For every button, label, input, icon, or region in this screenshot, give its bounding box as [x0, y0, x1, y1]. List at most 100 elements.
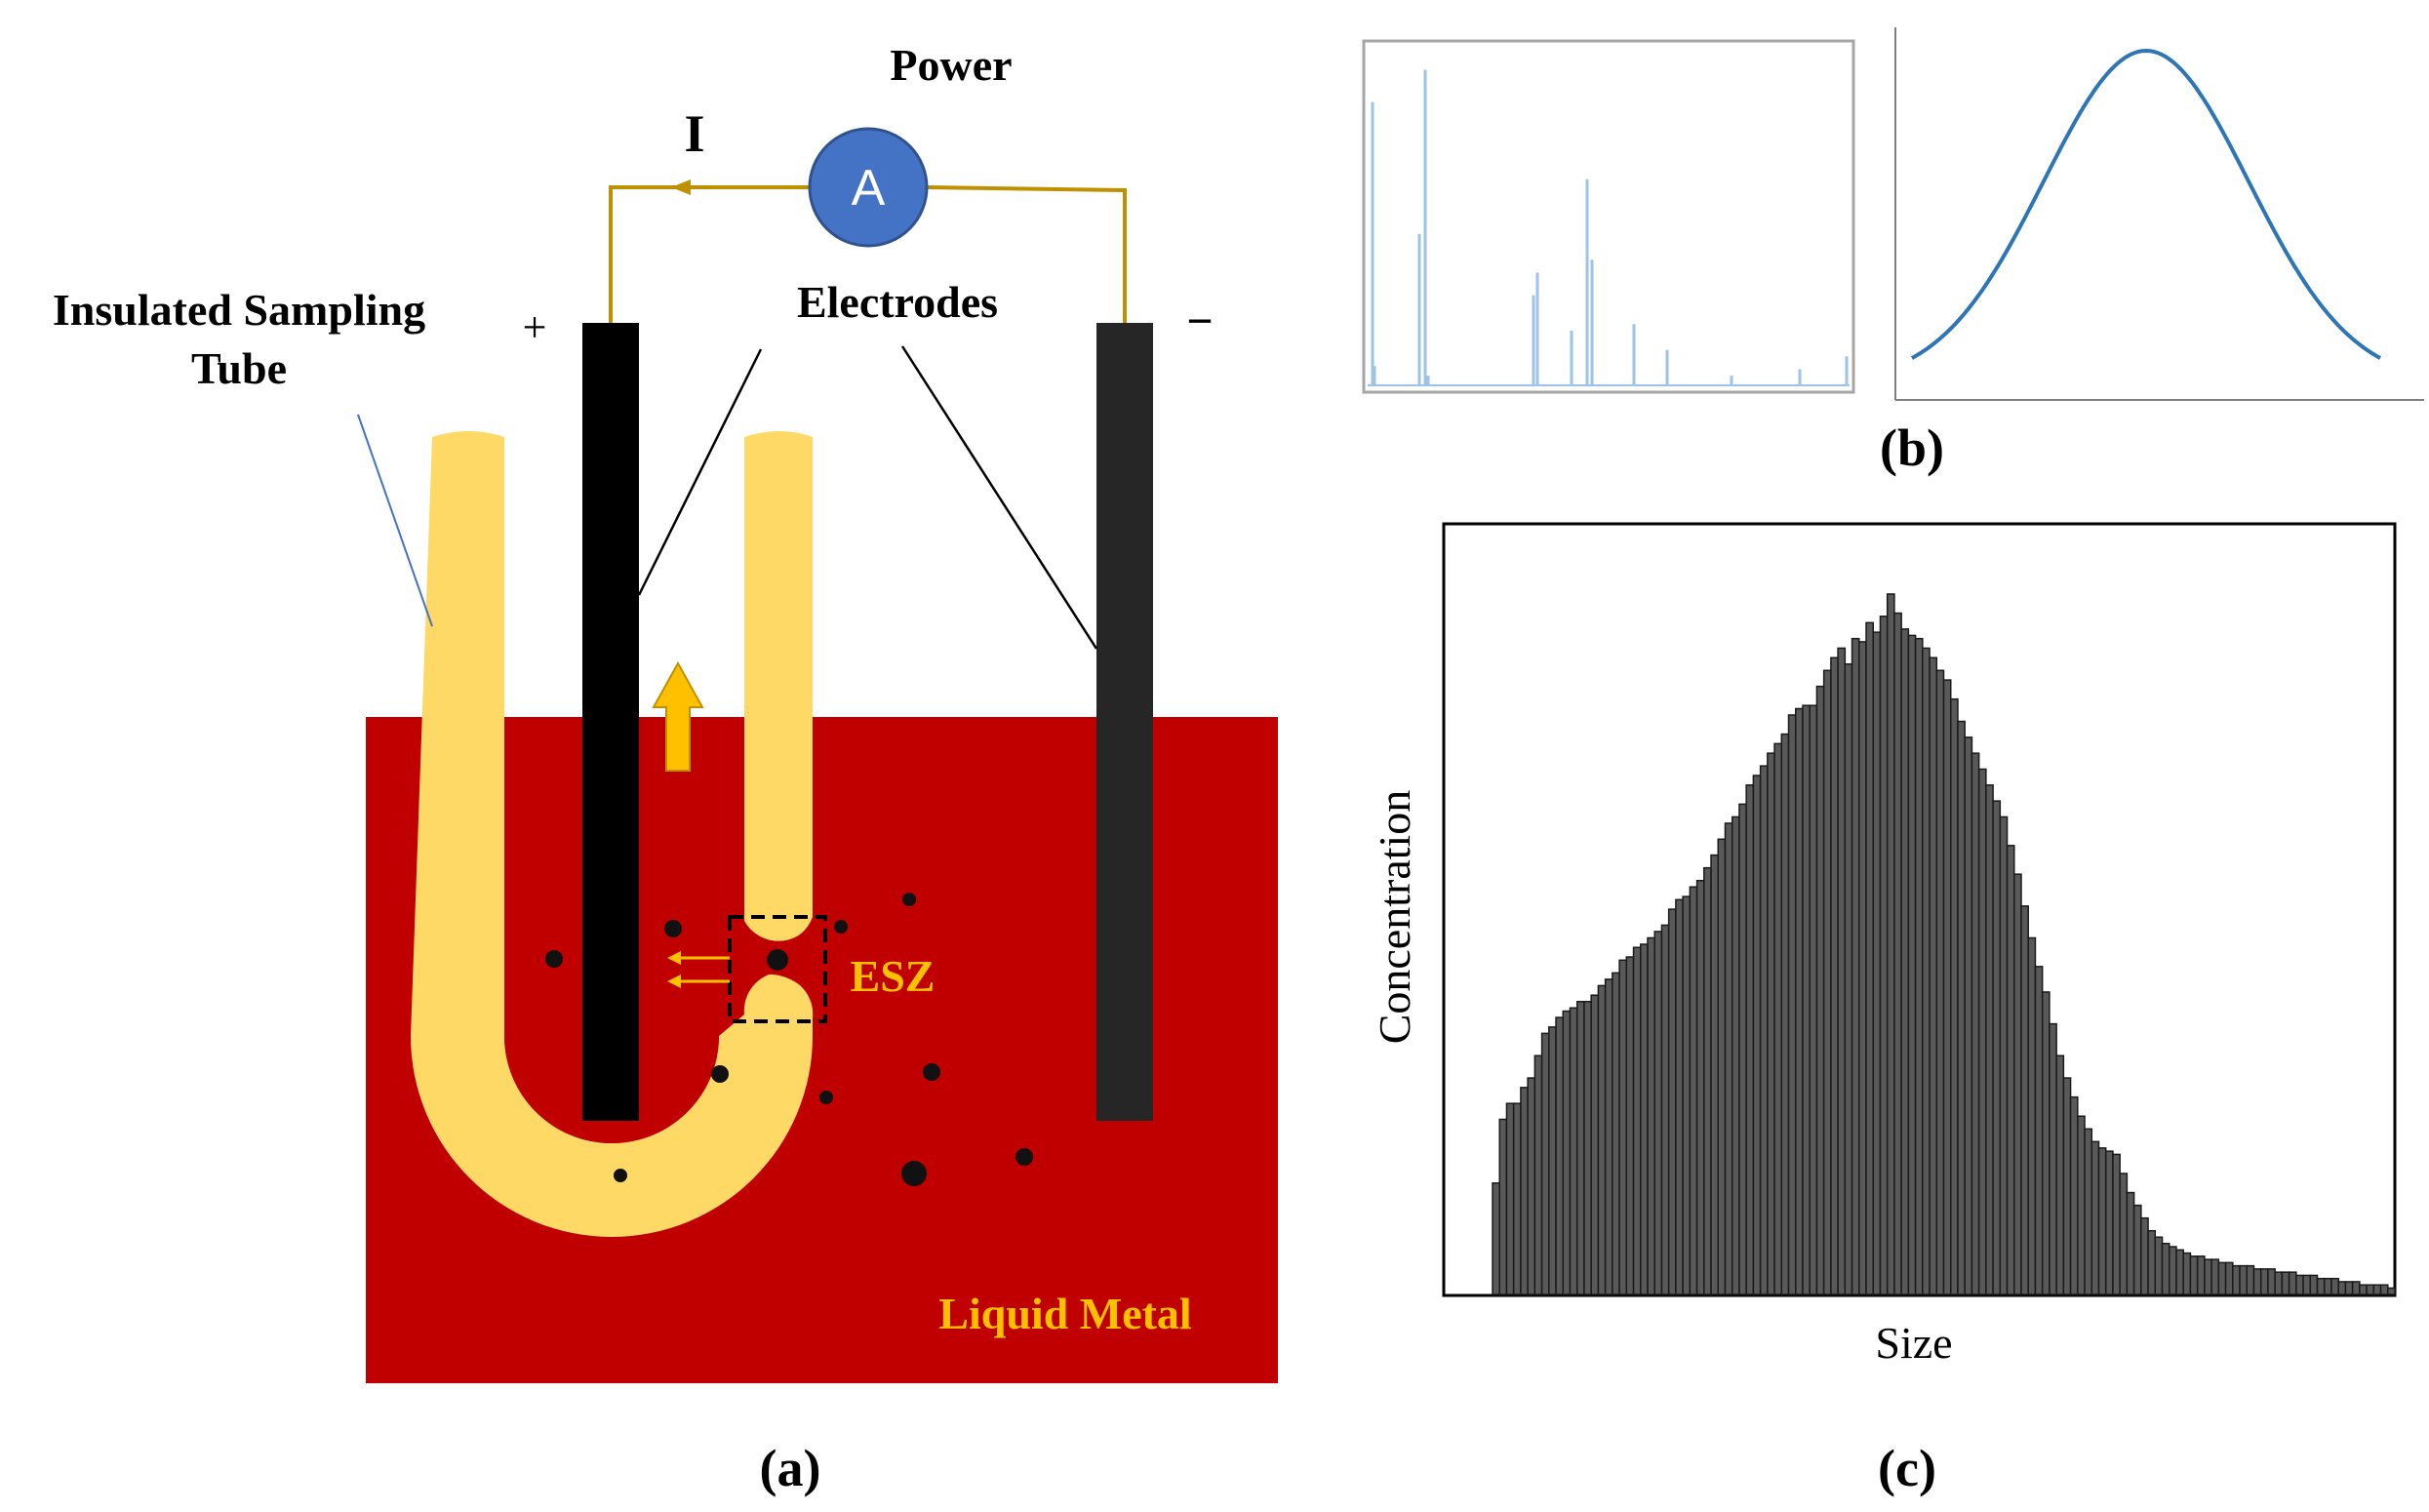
histogram-bar: [1914, 637, 1924, 1295]
histogram-bar: [1942, 679, 1952, 1295]
histogram-bar: [1872, 631, 1882, 1295]
histogram-bar: [2013, 873, 2022, 1295]
histogram-bar: [1809, 704, 1818, 1295]
histogram-bar: [1597, 984, 1607, 1295]
histogram-bar: [1752, 775, 1762, 1295]
x-axis-label: Size: [1875, 1318, 1952, 1368]
histogram-bar: [2041, 991, 2051, 1295]
histogram-bar: [2288, 1271, 2297, 1295]
particle: [1015, 1148, 1033, 1166]
histogram-bar: [1879, 616, 1889, 1295]
histogram-bar: [1893, 612, 1902, 1295]
particle: [901, 1161, 927, 1186]
histogram-bar: [1492, 1182, 1500, 1295]
histogram-bar: [1731, 816, 1740, 1295]
current-label: I: [684, 104, 704, 163]
histogram-bar: [1949, 697, 1959, 1295]
histogram-bar: [1527, 1077, 1536, 1295]
histogram-bar: [2020, 905, 2029, 1295]
histogram-bar: [1900, 628, 1910, 1295]
histogram-bar: [1977, 768, 1987, 1295]
histogram-bar: [1886, 593, 1895, 1295]
histogram-bar: [1767, 752, 1775, 1295]
histogram-bar: [2062, 1077, 2072, 1295]
histogram-bar: [1540, 1032, 1550, 1295]
ammeter: [808, 127, 929, 248]
esz-arrow-head: [667, 951, 681, 965]
histogram-bar: [1653, 931, 1663, 1295]
histogram-bar: [2379, 1284, 2389, 1295]
distribution-curve: [1911, 48, 2381, 360]
histogram-bar: [1505, 1102, 1515, 1295]
histogram-bar: [1604, 978, 1613, 1295]
histogram-bar: [1724, 822, 1733, 1295]
histogram-bar: [1569, 1007, 1578, 1295]
particle: [819, 1091, 833, 1104]
tube-label-line2: Tube: [191, 343, 287, 393]
histogram-bar: [1675, 898, 1684, 1295]
liquid-metal-label: Liquid Metal: [938, 1289, 1191, 1338]
histogram-bar: [2330, 1277, 2339, 1295]
histogram-bar: [2274, 1271, 2284, 1295]
histogram-bar: [2147, 1229, 2157, 1295]
histogram-bar: [2337, 1281, 2347, 1295]
histogram-bar: [1773, 742, 1783, 1295]
histogram-bar: [1703, 866, 1712, 1295]
histogram-bar: [2217, 1261, 2227, 1295]
histogram-bar: [2366, 1284, 2375, 1295]
histogram-bar: [2091, 1140, 2100, 1295]
histogram-bar: [1590, 994, 1600, 1295]
current-arrow-head: [671, 179, 691, 195]
panel-b: (b): [1362, 27, 2424, 477]
histogram-bar: [2224, 1261, 2234, 1295]
wire-right: [926, 185, 1127, 323]
histogram-bar: [2372, 1284, 2382, 1295]
histogram-bar: [2055, 1054, 2065, 1295]
esz-box: [728, 915, 827, 1023]
histogram-bar: [2232, 1264, 2241, 1295]
particles: [545, 893, 1033, 1186]
histogram-bar: [2246, 1264, 2255, 1295]
particle: [834, 920, 848, 934]
power-label: Power: [890, 40, 1012, 90]
histogram-bar: [2112, 1153, 2121, 1295]
histogram-bar: [2316, 1277, 2326, 1295]
histogram-bar: [1858, 641, 1867, 1295]
histogram-bar: [2119, 1173, 2129, 1295]
histogram-bar: [2323, 1277, 2332, 1295]
histogram-bar: [2281, 1271, 2290, 1295]
histogram-bar: [1837, 647, 1847, 1295]
histogram-bar: [2084, 1128, 2093, 1295]
histogram-bar: [1667, 908, 1677, 1295]
histogram-bar: [1640, 943, 1649, 1295]
histogram-bar: [2210, 1258, 2220, 1295]
histogram-bar: [1682, 895, 1692, 1295]
histogram-bar: [2169, 1246, 2177, 1295]
histogram-bar: [2161, 1243, 2170, 1295]
histogram-bar: [1815, 685, 1825, 1295]
histogram-bar: [2175, 1249, 2184, 1295]
particle: [614, 1169, 627, 1182]
histogram-bar: [1851, 637, 1860, 1295]
histogram-bar: [2351, 1281, 2361, 1295]
particle: [767, 949, 788, 971]
histogram-bar: [1985, 784, 1994, 1295]
electrodes-leader-right: [900, 345, 1098, 650]
electrodes-label: Electrodes: [797, 277, 998, 327]
particle: [664, 920, 682, 937]
histogram-bar: [2302, 1274, 2312, 1295]
histogram-bar: [2309, 1274, 2319, 1295]
histogram-bars: [1492, 593, 2396, 1295]
histogram-bar: [1618, 959, 1628, 1295]
histogram-bar: [1759, 765, 1769, 1295]
y-axis-label: Concentration: [1370, 790, 1419, 1045]
histogram-bar: [1802, 704, 1811, 1295]
caption-a: (a): [760, 1439, 821, 1497]
plus-label: +: [523, 303, 547, 351]
wire-left: [609, 185, 810, 323]
histogram-bar: [1992, 800, 2002, 1295]
histogram-bar: [1717, 838, 1727, 1295]
sampling-tube: [411, 431, 814, 1237]
histogram-bar: [1695, 879, 1705, 1295]
histogram-bar: [1745, 784, 1755, 1295]
